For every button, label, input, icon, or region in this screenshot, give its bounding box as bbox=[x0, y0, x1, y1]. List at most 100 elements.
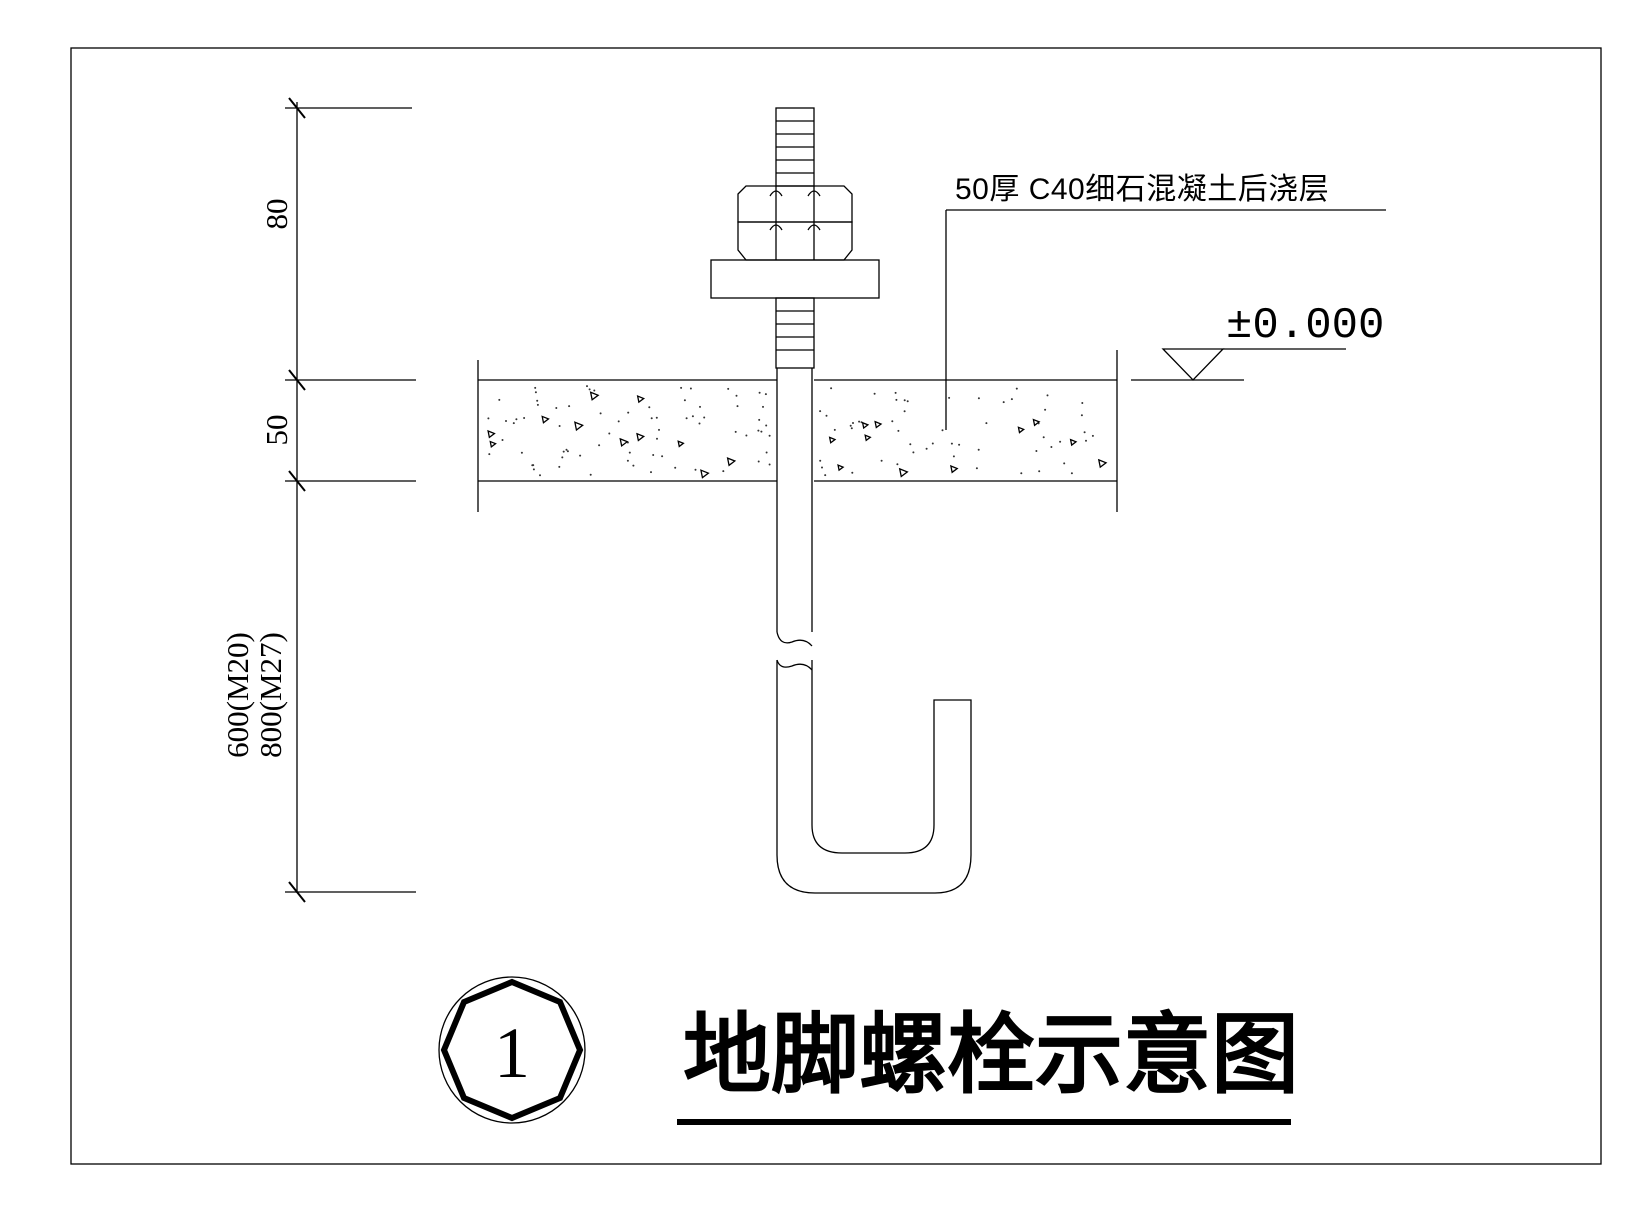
elevation-label: ±0.000 bbox=[1226, 301, 1384, 351]
hatch-dot bbox=[685, 417, 688, 420]
hatch-dot bbox=[1038, 470, 1041, 473]
hatch-dot bbox=[650, 471, 652, 474]
hatch-dot bbox=[703, 416, 706, 419]
hatch-dot bbox=[909, 443, 912, 446]
hatch-dot bbox=[534, 391, 537, 394]
hex-nut-upper bbox=[737, 185, 853, 223]
hatch-triangle bbox=[828, 436, 837, 444]
hatch-dot bbox=[626, 459, 629, 462]
hatch-dot bbox=[632, 464, 635, 467]
hatch-dot bbox=[691, 415, 694, 418]
dim-label-bottom-m27: 800(M27) bbox=[253, 632, 288, 758]
concrete-slab bbox=[477, 350, 1118, 512]
hatch-dot bbox=[849, 424, 852, 427]
hatch-dot bbox=[680, 386, 683, 389]
hatch-dot bbox=[975, 467, 978, 470]
hatch-triangle bbox=[700, 469, 710, 479]
detail-marker: 1 bbox=[438, 976, 586, 1124]
hatch-dot bbox=[948, 396, 951, 399]
hatch-dot bbox=[858, 420, 861, 423]
dim-tick bbox=[288, 369, 306, 391]
hatch-dot bbox=[656, 437, 658, 440]
hatch-dot bbox=[941, 429, 944, 432]
hatch-triangle bbox=[1097, 458, 1108, 469]
hatch-dot bbox=[1063, 462, 1066, 465]
hatch-triangle bbox=[861, 421, 870, 430]
title-block: 1 地脚螺栓示意图 bbox=[438, 976, 1299, 1125]
hatch-dot bbox=[579, 454, 582, 457]
hatch-dot bbox=[850, 427, 853, 430]
hatch-dot bbox=[765, 424, 768, 427]
hatch-dot bbox=[627, 411, 630, 414]
hatch-triangle bbox=[1032, 418, 1041, 427]
hatch-dot bbox=[895, 398, 898, 401]
hatch-triangle bbox=[1017, 426, 1026, 434]
hatch-dot bbox=[758, 418, 761, 421]
hatch-dot bbox=[565, 448, 568, 451]
hatch-triangle bbox=[898, 467, 909, 478]
hatch-dot bbox=[555, 407, 558, 409]
hatch-dot bbox=[757, 429, 760, 432]
hatch-dot bbox=[598, 444, 601, 447]
hatch-dot bbox=[515, 418, 518, 421]
hatch-triangle bbox=[619, 437, 629, 448]
hatch-dot bbox=[532, 468, 535, 471]
hatch-dot bbox=[950, 442, 953, 445]
hatch-dot bbox=[1050, 446, 1053, 448]
hatch-dot bbox=[1020, 472, 1023, 475]
elevation-marker: ±0.000 bbox=[1131, 301, 1384, 381]
hatch-triangle bbox=[636, 432, 646, 442]
hatch-dot bbox=[1080, 414, 1083, 417]
elevation-triangle bbox=[1161, 348, 1225, 381]
hatch-dot bbox=[736, 405, 739, 408]
hatch-dot bbox=[760, 430, 763, 433]
hatch-triangle bbox=[541, 415, 550, 424]
hatch-dot bbox=[689, 387, 692, 390]
concrete-hatch bbox=[487, 385, 1108, 479]
dim-label-middle: 50 bbox=[259, 415, 294, 446]
hatch-dot bbox=[588, 388, 591, 391]
hatch-dot bbox=[683, 399, 686, 402]
hatch-dot bbox=[694, 468, 697, 471]
hatch-dot bbox=[558, 465, 561, 468]
hatch-dot bbox=[501, 439, 504, 441]
hatch-dot bbox=[1083, 431, 1086, 434]
hatch-dot bbox=[1044, 408, 1047, 411]
drawing-frame bbox=[70, 47, 1602, 1165]
anchor-bolt bbox=[710, 107, 972, 894]
hatch-triangle bbox=[574, 421, 584, 432]
hatch-dot bbox=[488, 453, 491, 456]
hatch-dot bbox=[655, 416, 658, 419]
hatch-dot bbox=[925, 447, 928, 450]
hatch-dot bbox=[593, 389, 596, 392]
hatch-dot bbox=[628, 451, 631, 454]
hatch-dot bbox=[903, 399, 906, 402]
hatch-dot bbox=[819, 410, 822, 413]
hatch-triangle bbox=[1069, 438, 1078, 447]
hatch-dot bbox=[1035, 450, 1038, 452]
hatch-dot bbox=[531, 464, 534, 467]
hatch-dot bbox=[821, 466, 823, 469]
hatch-dot bbox=[891, 420, 894, 423]
washer-plate bbox=[710, 259, 880, 299]
hatch-dot bbox=[599, 412, 602, 415]
hatch-dot bbox=[745, 434, 748, 437]
hatch-dot bbox=[1010, 398, 1013, 401]
dim-label-bottom-m20: 600(M20) bbox=[220, 632, 255, 758]
hatch-dot bbox=[1059, 440, 1062, 443]
dim-tick bbox=[288, 470, 306, 492]
bolt-threads-upper bbox=[775, 107, 815, 187]
hatch-triangle bbox=[636, 395, 646, 404]
hatch-dot bbox=[1002, 401, 1005, 404]
hatch-dot bbox=[897, 429, 900, 432]
hatch-dot bbox=[931, 442, 934, 445]
hatch-dot bbox=[520, 451, 523, 454]
hatch-dot bbox=[912, 451, 915, 454]
hatch-dot bbox=[566, 450, 569, 453]
hatch-dot bbox=[958, 443, 961, 446]
hatch-dot bbox=[498, 398, 501, 401]
hatch-dot bbox=[652, 454, 655, 456]
hatch-dot bbox=[1081, 402, 1084, 404]
hatch-dot bbox=[833, 428, 836, 431]
